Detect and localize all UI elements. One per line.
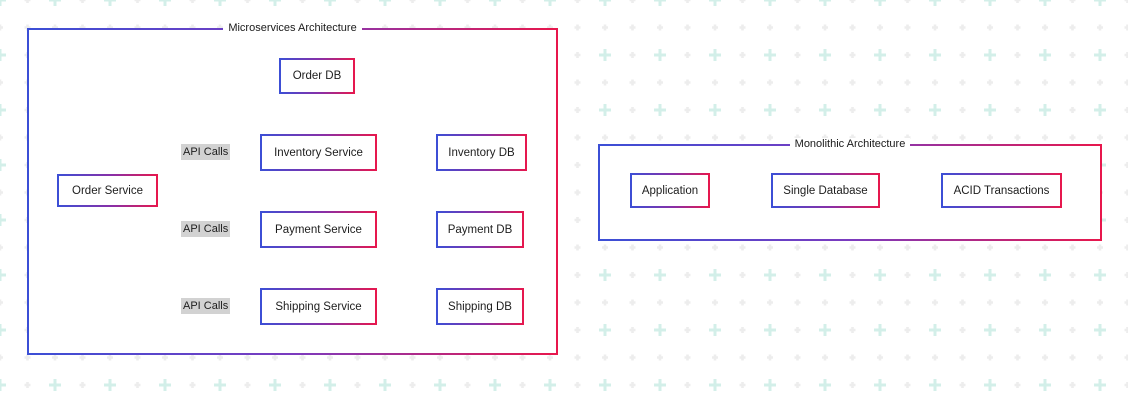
group-microservices-title: Microservices Architecture [29,21,556,35]
node-inventory-service[interactable]: Inventory Service [260,134,377,171]
node-order-db[interactable]: Order DB [279,58,355,94]
node-payment-db[interactable]: Payment DB [436,211,524,248]
group-monolithic-title: Monolithic Architecture [600,137,1100,151]
node-order-service[interactable]: Order Service [57,174,158,207]
edge-label-api-calls-shipping: API Calls [181,298,231,314]
node-single-database[interactable]: Single Database [771,173,880,208]
edge-label-api-calls-payment: API Calls [181,221,231,237]
node-acid-transactions[interactable]: ACID Transactions [941,173,1062,208]
edge-label-api-calls-inventory: API Calls [181,144,231,160]
node-payment-service[interactable]: Payment Service [260,211,377,248]
node-application[interactable]: Application [630,173,710,208]
node-inventory-db[interactable]: Inventory DB [436,134,527,171]
node-shipping-service[interactable]: Shipping Service [260,288,377,325]
node-shipping-db[interactable]: Shipping DB [436,288,524,325]
